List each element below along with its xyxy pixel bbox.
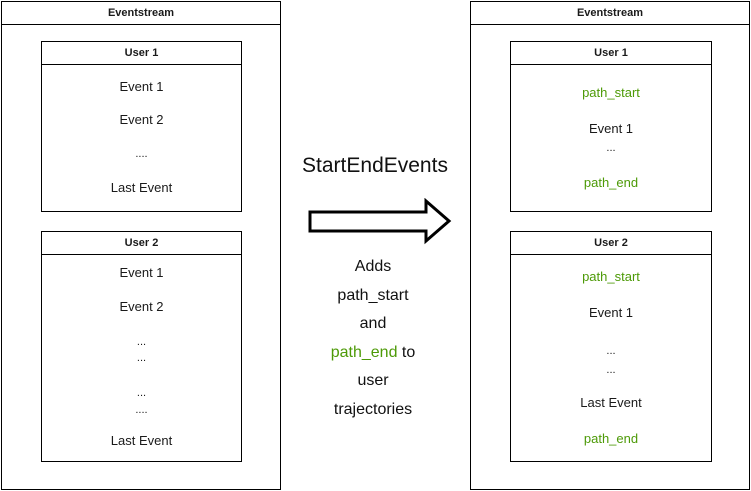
event-ellipsis: .... xyxy=(135,404,148,416)
event-item: Event 1 xyxy=(119,265,164,280)
operation-name: StartEndEvents xyxy=(302,154,448,177)
event-item: path_start xyxy=(582,269,640,284)
left-user-2-title: User 2 xyxy=(42,232,241,255)
operation-desc-line-4: path_end to xyxy=(318,344,428,362)
operation-desc-line-6: trajectories xyxy=(333,401,413,418)
event-item: path_start xyxy=(582,85,640,100)
event-ellipsis: ... xyxy=(606,364,616,376)
operation-desc-path-end: path_end xyxy=(330,344,398,361)
left-user-1-title: User 1 xyxy=(42,42,241,65)
operation-desc-line-5: user xyxy=(357,372,389,389)
right-eventstream: Eventstream User 1 path_start Event 1 ..… xyxy=(470,1,750,490)
event-ellipsis: ... xyxy=(136,387,147,399)
transform-arrow-icon xyxy=(308,198,452,245)
event-item: Event 1 xyxy=(588,305,634,320)
event-item: Event 2 xyxy=(119,112,164,127)
event-item: Event 1 xyxy=(588,121,634,136)
left-eventstream-title: Eventstream xyxy=(2,2,280,25)
event-item: Event 2 xyxy=(119,299,164,314)
event-ellipsis: ... xyxy=(136,336,147,348)
operation-desc-line-3: and xyxy=(359,315,387,332)
left-user-2-box: User 2 Event 1 Event 2 ... ... ... .... … xyxy=(41,231,242,462)
event-item: path_end xyxy=(583,431,639,446)
left-eventstream: Eventstream User 1 Event 1 Event 2 .... … xyxy=(1,1,281,490)
event-ellipsis: ... xyxy=(136,352,147,364)
event-item: Last Event xyxy=(110,433,173,448)
event-ellipsis: ... xyxy=(606,142,616,154)
right-eventstream-title: Eventstream xyxy=(471,2,749,25)
event-item: Event 1 xyxy=(119,79,164,94)
event-ellipsis: .... xyxy=(135,148,148,160)
right-user-1-title: User 1 xyxy=(511,42,711,65)
operation-desc-line-1: Adds xyxy=(354,258,392,275)
event-ellipsis: ... xyxy=(606,345,616,357)
right-user-2-box: User 2 path_start Event 1 ... ... Last E… xyxy=(510,231,712,462)
right-user-2-title: User 2 xyxy=(511,232,711,255)
left-user-1-box: User 1 Event 1 Event 2 .... Last Event xyxy=(41,41,242,212)
right-user-1-box: User 1 path_start Event 1 ... path_end xyxy=(510,41,712,212)
event-item: Last Event xyxy=(580,395,642,410)
event-item: Last Event xyxy=(110,180,173,195)
event-item: path_end xyxy=(583,175,639,190)
operation-desc-line-2: path_start xyxy=(337,287,409,304)
operation-desc-to: to xyxy=(397,344,416,361)
